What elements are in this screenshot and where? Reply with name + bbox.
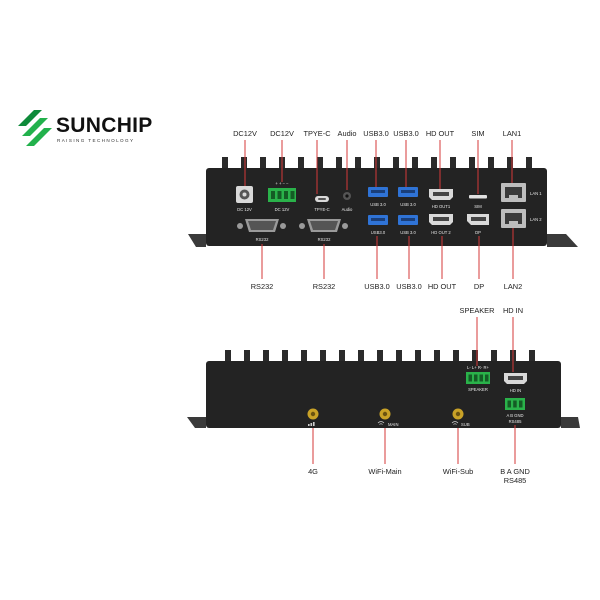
callout-4g: 4G bbox=[308, 467, 318, 476]
callout-rs232-b: RS232 bbox=[313, 282, 336, 291]
front-panel: DC 12V + + − − DC 12V TPYE-C Audio USB bbox=[188, 157, 578, 247]
port-label-rs485-pins: A B GND bbox=[507, 413, 524, 418]
rear-flange-left bbox=[187, 417, 206, 428]
port-label-lan2: LAN 2 bbox=[530, 217, 542, 222]
callout-hdout-top: HD OUT bbox=[426, 129, 455, 138]
brand-name: SUNCHIP bbox=[56, 114, 153, 137]
port-label-rs232-a: RS232 bbox=[256, 237, 269, 242]
brand-tagline: RAISING TECHNOLOGY bbox=[57, 138, 135, 143]
sim-slot[interactable] bbox=[469, 195, 487, 199]
port-label-typec: TPYE-C bbox=[314, 207, 329, 212]
port-label-hdout1: HD OUT1 bbox=[432, 204, 451, 209]
callout-lan1: LAN1 bbox=[503, 129, 522, 138]
rs232-port-a[interactable] bbox=[237, 219, 286, 232]
port-label-speaker: SPEAKER bbox=[468, 387, 488, 392]
callout-rs485-pins: B A GND bbox=[500, 467, 530, 476]
callout-usb3-top-a: USB3.0 bbox=[363, 129, 388, 138]
callout-hdout-bottom: HD OUT bbox=[428, 282, 457, 291]
callout-lan2: LAN2 bbox=[504, 282, 523, 291]
port-label-usb-top-b: USB 3.0 bbox=[400, 202, 416, 207]
front-flange-right bbox=[547, 234, 578, 247]
port-label-sim: SIM bbox=[474, 204, 482, 209]
callout-usb3-top-b: USB3.0 bbox=[393, 129, 418, 138]
callout-wifi-main: WiFi-Main bbox=[368, 467, 401, 476]
wifi-main-icon bbox=[377, 421, 385, 425]
callout-audio: Audio bbox=[338, 129, 357, 138]
callout-dc12v-a: DC12V bbox=[233, 129, 257, 138]
callout-wifi-sub: WiFi-Sub bbox=[443, 467, 473, 476]
antenna-wifi-sub-connector[interactable] bbox=[452, 408, 464, 420]
front-flange-left bbox=[188, 234, 206, 247]
callout-sim: SIM bbox=[471, 129, 484, 138]
callout-typec: TPYE-C bbox=[303, 129, 331, 138]
antenna-wifi-main-connector[interactable] bbox=[379, 408, 391, 420]
port-label-dp: DP bbox=[475, 230, 481, 235]
wifi-sub-icon bbox=[451, 421, 459, 425]
brand-logo: SUNCHIP RAISING TECHNOLOGY bbox=[16, 104, 166, 160]
port-label-hdin: HD IN bbox=[510, 388, 521, 393]
rear-panel: MAIN SUB L- L+ R- R+ SPEAKER HD IN bbox=[187, 350, 580, 428]
brand-mark-icon bbox=[18, 110, 52, 146]
front-leader-lines bbox=[244, 140, 514, 279]
port-label-hdout2: HD OUT 2 bbox=[431, 230, 451, 235]
rear-flange-right bbox=[561, 417, 580, 428]
port-label-usb-top-a: USB 3.0 bbox=[370, 202, 386, 207]
callout-speaker: SPEAKER bbox=[460, 306, 495, 315]
callout-dc12v-b: DC12V bbox=[270, 129, 294, 138]
callout-usb3-bottom-a: USB3.0 bbox=[364, 282, 389, 291]
callout-usb3-bottom-b: USB3.0 bbox=[396, 282, 421, 291]
callout-hdin: HD IN bbox=[503, 306, 523, 315]
rs232-port-b[interactable] bbox=[299, 219, 348, 232]
port-label-dc12v-a: DC 12V bbox=[237, 207, 252, 212]
callout-dp: DP bbox=[474, 282, 484, 291]
rear-leader-lines bbox=[312, 317, 516, 464]
port-label-rs232-b: RS232 bbox=[318, 237, 331, 242]
port-label-speaker-pins: L- L+ R- R+ bbox=[467, 365, 489, 370]
port-label-usb-bot-a: USB3.0 bbox=[371, 230, 386, 235]
signal-bars-icon bbox=[308, 422, 315, 426]
port-label-dc-terminal-marks: + + − − bbox=[275, 181, 289, 186]
port-label-dc12v-b: DC 12V bbox=[275, 207, 290, 212]
port-label-usb-bot-b: USB 3.0 bbox=[400, 230, 416, 235]
front-chassis bbox=[206, 168, 547, 246]
port-label-wifi-sub: SUB bbox=[461, 422, 470, 427]
callout-rs232-a: RS232 bbox=[251, 282, 274, 291]
antenna-4g-connector[interactable] bbox=[307, 408, 319, 420]
callout-rs485: RS485 bbox=[504, 476, 527, 485]
port-label-rs485: RS485 bbox=[509, 419, 522, 424]
port-label-audio: Audio bbox=[342, 207, 353, 212]
port-label-lan1: LAN 1 bbox=[530, 191, 542, 196]
port-label-wifi-main: MAIN bbox=[388, 422, 398, 427]
